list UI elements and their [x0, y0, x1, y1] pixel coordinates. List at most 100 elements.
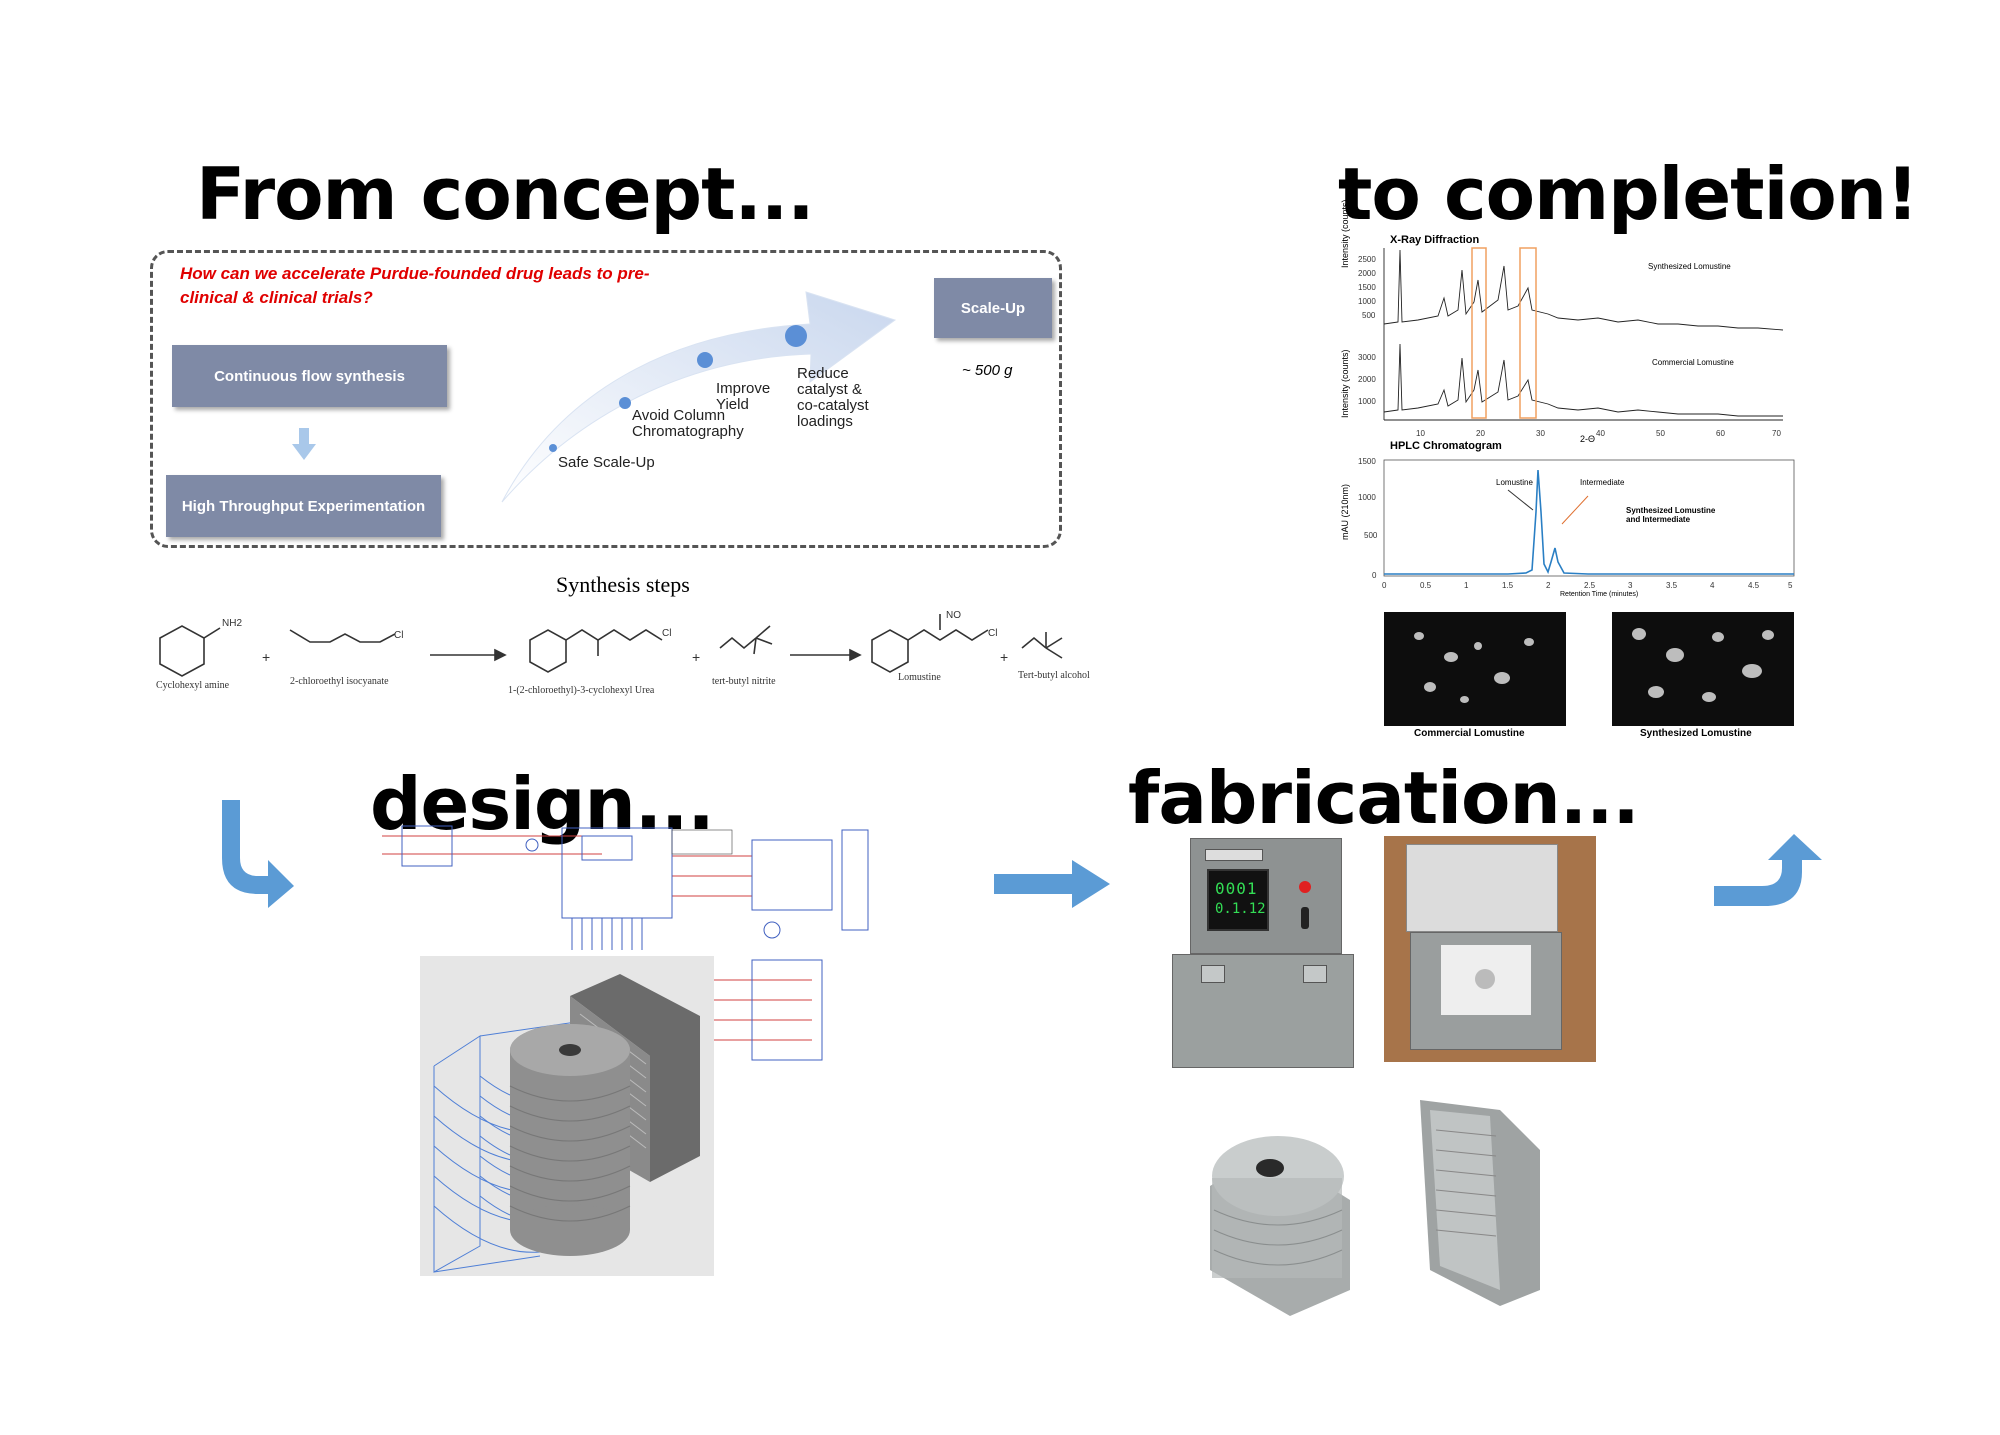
down-arrow-icon: [292, 428, 316, 460]
xrd-label-synthesized: Synthesized Lomustine: [1648, 262, 1731, 271]
svg-text:+: +: [692, 649, 700, 665]
milestone-dot-1: [549, 444, 557, 452]
svg-text:4: 4: [1710, 581, 1715, 590]
sem-synthesized-image: [1612, 612, 1794, 726]
sem-commercial-image: [1384, 612, 1566, 726]
sem-caption-synthesized: Synthesized Lomustine: [1640, 728, 1752, 739]
controller-display-top: 0001: [1215, 879, 1258, 898]
milestone-reduce-catalyst: Reduce catalyst & co-catalyst loadings: [797, 365, 869, 430]
svg-text:10: 10: [1416, 429, 1425, 438]
continuous-flow-label: Continuous flow synthesis: [214, 367, 405, 385]
cad-heater-model: [433, 974, 700, 1273]
right-arrow-icon: [994, 860, 1110, 908]
hplc-xlabel: Retention Time (minutes): [1560, 591, 1639, 598]
hplc-ylabel: mAU (210nm): [1340, 483, 1350, 540]
hte-box: High Throughput Experimentation: [166, 475, 441, 537]
scaleup-box: Scale-Up: [934, 278, 1052, 338]
milestone-dot-3: [697, 352, 713, 368]
hplc-plot: 1500 1000 500 0 0 0.5 1 1.5 2 2.5 3 3.5 …: [1358, 457, 1795, 590]
milestone-improve-yield: Improve Yield: [716, 380, 771, 413]
svg-text:1: 1: [1464, 581, 1469, 590]
svg-text:Cl: Cl: [394, 630, 403, 641]
svg-text:70: 70: [1772, 429, 1781, 438]
svg-text:3000: 3000: [1358, 353, 1376, 362]
hplc-label-lomustine: Lomustine: [1496, 478, 1533, 487]
svg-text:0: 0: [1382, 581, 1387, 590]
hplc-label-intermediate: Intermediate: [1580, 478, 1625, 487]
aluminum-heater-parts-photo: [1210, 1100, 1540, 1316]
svg-text:1500: 1500: [1358, 457, 1376, 466]
enclosure-box: [1172, 954, 1354, 1068]
svg-text:NH2: NH2: [222, 618, 242, 629]
compound-6: Tert-butyl alcohol: [1018, 670, 1090, 681]
controller-housing: 0001 0.1.12: [1190, 838, 1342, 954]
xrd-title: X-Ray Diffraction: [1390, 234, 1480, 246]
controller-display-bottom: 0.1.12: [1215, 901, 1266, 917]
xrd-ylabel-top: Intensity (counts): [1340, 199, 1350, 268]
enclosure-body: [1410, 932, 1562, 1050]
xrd-plot: 2500 2000 1500 1000 500 3000 2000 1000 1…: [1358, 247, 1784, 438]
sem-caption-commercial: Commercial Lomustine: [1414, 728, 1525, 739]
svg-text:Cl: Cl: [988, 628, 997, 639]
compound-3: 1-(2-chloroethyl)-3-cyclohexyl Urea: [508, 685, 655, 696]
svg-text:30: 30: [1536, 429, 1545, 438]
heading-concept: From concept...: [196, 152, 815, 236]
curved-up-right-arrow-icon: [1714, 834, 1822, 906]
hplc-trace: [1384, 469, 1794, 575]
controller-nameplate: [1205, 849, 1263, 861]
hplc-title: HPLC Chromatogram: [1390, 440, 1502, 452]
svg-text:60: 60: [1716, 429, 1725, 438]
temperature-controller: 0001 0.1.12: [1207, 869, 1269, 931]
heading-fabrication: fabrication...: [1128, 756, 1640, 840]
svg-text:20: 20: [1476, 429, 1485, 438]
milestone-dot-2: [619, 397, 631, 409]
milestone-safe-scaleup: Safe Scale-Up: [558, 454, 655, 471]
svg-text:2: 2: [1546, 581, 1551, 590]
svg-text:1000: 1000: [1358, 493, 1376, 502]
svg-text:2500: 2500: [1358, 255, 1376, 264]
svg-text:500: 500: [1364, 531, 1378, 540]
svg-text:1000: 1000: [1358, 397, 1376, 406]
latch-left: [1201, 965, 1225, 983]
milestone-avoid-column: Avoid Column Chromatography: [632, 407, 744, 440]
concept-question: How can we accelerate Purdue-founded dru…: [180, 264, 650, 307]
milestone-dot-4: [785, 325, 807, 347]
synthesis-title: Synthesis steps: [556, 572, 690, 597]
continuous-flow-box: Continuous flow synthesis: [172, 345, 447, 407]
svg-text:0: 0: [1372, 571, 1377, 580]
enclosure-lid: [1406, 844, 1558, 932]
svg-text:3: 3: [1628, 581, 1633, 590]
scale-amount: ~ 500 g: [962, 362, 1013, 379]
scaleup-curve-arrow: [501, 291, 897, 503]
svg-text:50: 50: [1656, 429, 1665, 438]
svg-text:2000: 2000: [1358, 375, 1376, 384]
svg-text:NO: NO: [946, 610, 961, 621]
svg-text:2.5: 2.5: [1584, 581, 1596, 590]
compound-4: tert-butyl nitrite: [712, 676, 776, 687]
svg-text:1.5: 1.5: [1502, 581, 1514, 590]
open-enclosure-photo: [1384, 836, 1596, 1062]
synthesis-scheme: NH2 + Cl Cl + NO Cl +: [159, 610, 1063, 677]
sample-port: [1475, 969, 1495, 989]
concept-panel: [150, 250, 1062, 548]
compound-5: Lomustine: [898, 672, 941, 683]
svg-text:0.5: 0.5: [1420, 581, 1432, 590]
svg-text:5: 5: [1788, 581, 1793, 590]
scaleup-label: Scale-Up: [960, 299, 1026, 317]
compound-1: Cyclohexyl amine: [156, 680, 230, 691]
xrd-xlabel: 2-Θ: [1580, 434, 1596, 444]
curved-down-right-arrow-icon: [222, 800, 294, 908]
svg-text:1000: 1000: [1358, 297, 1376, 306]
svg-text:+: +: [1000, 649, 1008, 665]
controller-photo: 0001 0.1.12: [1168, 834, 1358, 1070]
toggle-switch[interactable]: [1301, 907, 1309, 929]
xrd-label-commercial: Commercial Lomustine: [1652, 358, 1734, 367]
hte-label: High Throughput Experimentation: [181, 497, 426, 515]
svg-text:40: 40: [1596, 429, 1605, 438]
xrd-ylabel-bottom: Intensity (counts): [1340, 349, 1350, 418]
latch-right: [1303, 965, 1327, 983]
svg-text:4.5: 4.5: [1748, 581, 1760, 590]
compound-2: 2-chloroethyl isocyanate: [290, 676, 389, 687]
svg-text:2000: 2000: [1358, 269, 1376, 278]
insulation-block: [1441, 945, 1531, 1015]
